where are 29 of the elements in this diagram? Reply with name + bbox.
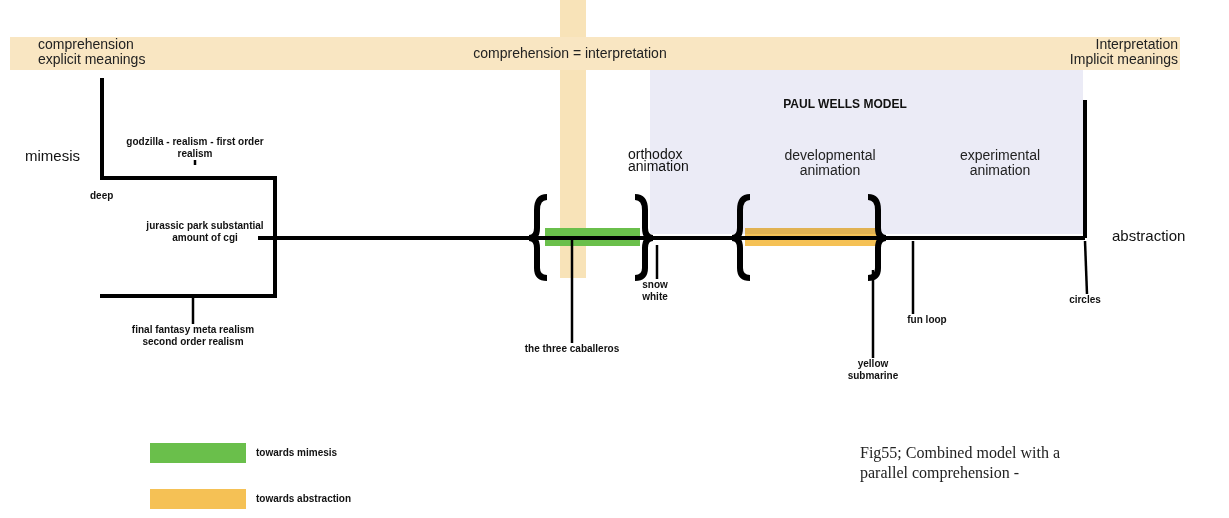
figure-caption: Fig55; Combined model with a parallel comprehension - bbox=[860, 443, 1061, 483]
leader-line bbox=[191, 296, 195, 324]
band-heading: comprehension = interpretation bbox=[472, 46, 668, 61]
leader-line bbox=[570, 238, 574, 343]
band-heading: comprehension explicit meanings bbox=[38, 37, 147, 67]
example-label: godzilla - realism - first order realism bbox=[125, 136, 265, 160]
legend-label: towards mimesis bbox=[256, 447, 338, 459]
axis-end-label: abstraction bbox=[1112, 230, 1186, 242]
legend-label: towards abstraction bbox=[256, 493, 352, 505]
category-label: orthodox animation bbox=[628, 148, 690, 172]
leader-line bbox=[1083, 240, 1089, 295]
leader-line bbox=[871, 270, 875, 358]
leader-line bbox=[193, 160, 197, 165]
panel-title: PAUL WELLS MODEL bbox=[782, 98, 908, 110]
band bbox=[10, 37, 1180, 70]
example-label: snow white bbox=[630, 279, 680, 303]
example-label: fun loop bbox=[897, 314, 957, 326]
example-label: yellow submarine bbox=[843, 358, 903, 382]
example-label: jurassic park substantial amount of cgi bbox=[145, 220, 265, 244]
example-label: final fantasy meta realism second order realism bbox=[123, 324, 263, 348]
category-label: developmental animation bbox=[783, 148, 877, 178]
leader-line bbox=[655, 245, 659, 279]
example-label: circles bbox=[1055, 294, 1115, 306]
band-heading: Interpretation Implicit meanings bbox=[1068, 37, 1178, 67]
example-label: deep bbox=[90, 190, 115, 202]
axis-end-label: mimesis bbox=[25, 150, 80, 162]
leader-line bbox=[911, 241, 915, 314]
category-label: experimental animation bbox=[958, 148, 1042, 178]
example-label: the three caballeros bbox=[522, 343, 622, 355]
